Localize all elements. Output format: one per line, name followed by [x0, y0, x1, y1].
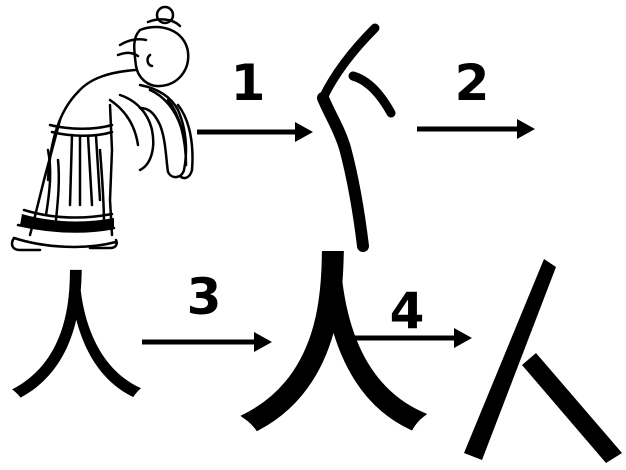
- step-label: 4: [387, 286, 427, 336]
- oracle-bone-glyph: [305, 18, 415, 258]
- step-label: 2: [452, 58, 492, 108]
- bowing-person-illustration: [0, 0, 220, 265]
- modern-script-glyph: [452, 255, 624, 467]
- seal-script-glyph: 人: [6, 270, 146, 410]
- step-label: 3: [184, 272, 224, 322]
- arrow-right-icon: [195, 120, 315, 144]
- step-label: 1: [228, 58, 268, 108]
- arrow-right-icon: [415, 117, 537, 141]
